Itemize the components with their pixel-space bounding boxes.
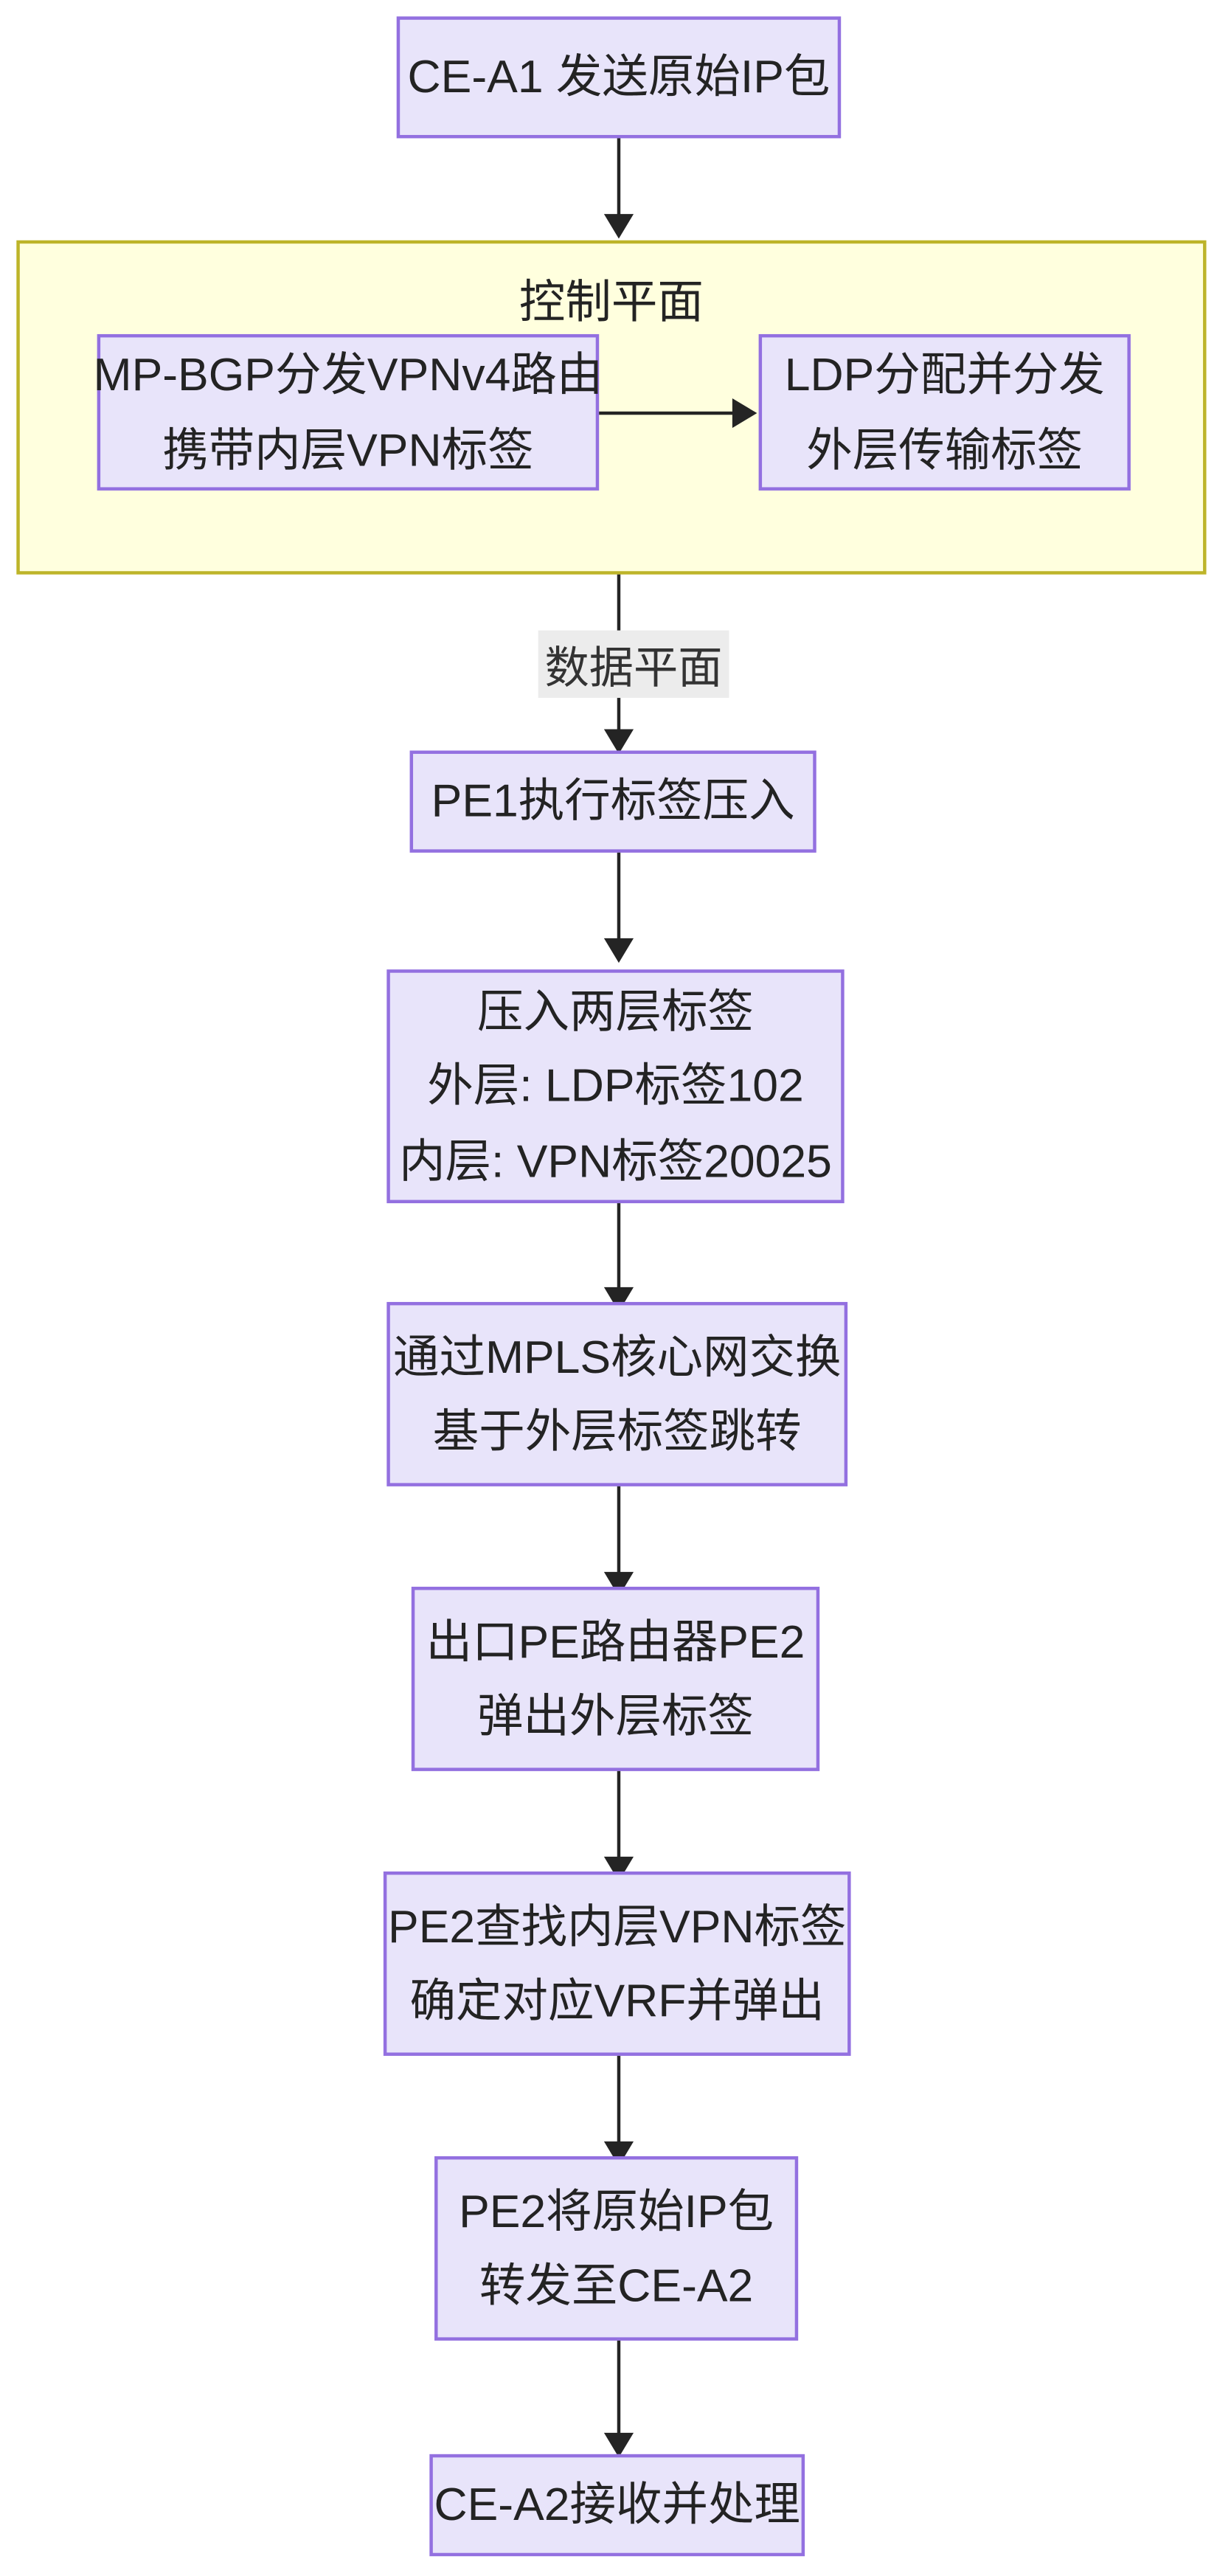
arrowhead-right <box>732 398 757 429</box>
node-line: 内层: VPN标签20025 <box>399 1135 832 1187</box>
node-line: PE2查找内层VPN标签 <box>388 1900 847 1952</box>
node-ldp-allocate-distribute[interactable]: LDP分配并分发 外层传输标签 <box>758 333 1131 491</box>
node-ce-a2-receive-process[interactable]: CE-A2接收并处理 <box>429 2454 805 2557</box>
edge-label-data-plane: 数据平面 <box>538 630 729 699</box>
node-line: 压入两层标签 <box>477 986 754 1037</box>
node-line: 出口PE路由器PE2 <box>426 1616 805 1667</box>
node-line: CE-A2接收并处理 <box>434 2479 800 2531</box>
node-mp-bgp-vpnv4-route[interactable]: MP-BGP分发VPNv4路由 携带内层VPN标签 <box>93 333 603 491</box>
node-line: 确定对应VRF并弹出 <box>409 1975 825 2026</box>
arrowhead-down <box>603 938 634 963</box>
node-egress-pe2-pop-outer-label[interactable]: 出口PE路由器PE2 弹出外层标签 <box>411 1586 820 1771</box>
edge-mpbgp-to-ldp <box>599 411 736 415</box>
arrowhead-down <box>603 214 634 239</box>
node-line: 基于外层标签跳转 <box>432 1405 802 1457</box>
node-line: 携带内层VPN标签 <box>162 423 534 475</box>
edge-pe2-vrf-to-pe2-forward <box>617 2055 621 2148</box>
edge-pe2-pop-to-pe2-vrf <box>617 1770 621 1863</box>
node-pe2-lookup-inner-vpn-label[interactable]: PE2查找内层VPN标签 确定对应VRF并弹出 <box>383 1871 851 2056</box>
arrowhead-down <box>603 2432 634 2458</box>
node-line: 弹出外层标签 <box>477 1690 754 1742</box>
node-line: 转发至CE-A2 <box>479 2260 754 2311</box>
edge-ce-a1-to-control-plane <box>617 138 621 221</box>
node-line: 外层: LDP标签102 <box>427 1060 804 1112</box>
node-mpls-core-switching[interactable]: 通过MPLS核心网交换 基于外层标签跳转 <box>386 1301 848 1486</box>
node-line: PE1执行标签压入 <box>431 775 795 827</box>
edge-pe2-forward-to-ce-a2 <box>617 2340 621 2440</box>
node-line: CE-A1 发送原始IP包 <box>407 51 831 103</box>
edge-mpls-core-to-pe2-pop <box>617 1486 621 1579</box>
node-line: LDP分配并分发 <box>784 349 1105 401</box>
edge-two-labels-to-mpls-core <box>617 1203 621 1294</box>
cluster-title-control-plane: 控制平面 <box>519 276 704 328</box>
node-line: PE2将原始IP包 <box>459 2185 774 2237</box>
node-ce-a1-send-original-ip[interactable]: CE-A1 发送原始IP包 <box>396 16 842 139</box>
node-line: MP-BGP分发VPNv4路由 <box>93 349 603 401</box>
node-push-two-labels[interactable]: 压入两层标签 外层: LDP标签102 内层: VPN标签20025 <box>386 969 845 1204</box>
node-line: 外层传输标签 <box>806 423 1083 475</box>
edge-pe1-to-two-labels <box>617 852 621 945</box>
node-pe2-forward-to-ce-a2[interactable]: PE2将原始IP包 转发至CE-A2 <box>434 2156 799 2341</box>
node-pe1-label-push[interactable]: PE1执行标签压入 <box>409 750 816 853</box>
arrowhead-down <box>603 729 634 754</box>
node-line: 通过MPLS核心网交换 <box>392 1331 842 1382</box>
